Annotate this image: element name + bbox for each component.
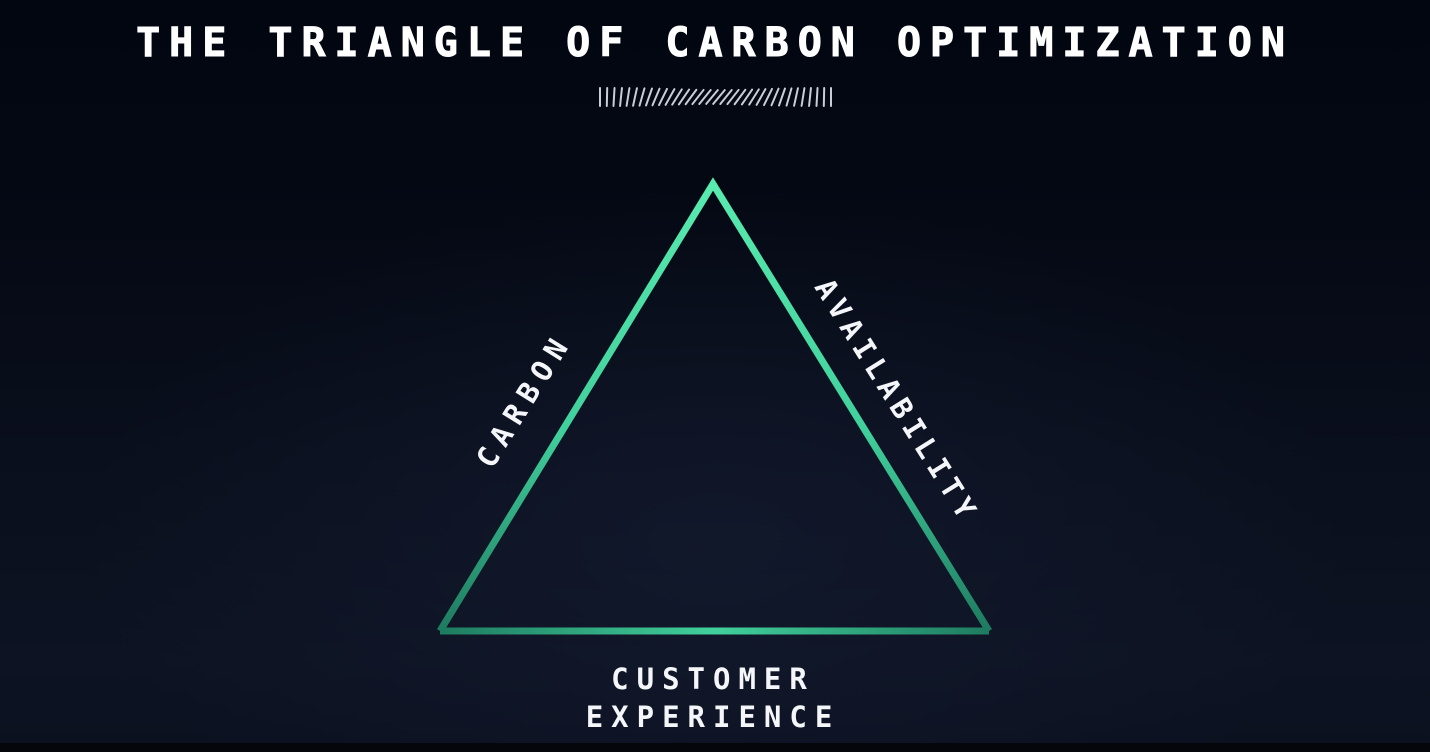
triangle-label-customer-experience: CUSTOMER EXPERIENCE: [585, 662, 841, 734]
hatch-stroke: [829, 87, 832, 107]
page-title: THE TRIANGLE OF CARBON OPTIMIZATION: [136, 20, 1294, 67]
bottom-edge-strip: [0, 743, 1430, 752]
hatch-divider-icon: [0, 86, 1430, 108]
hatch-stroke: [598, 87, 601, 107]
triangle-side-edges: [437, 177, 992, 633]
